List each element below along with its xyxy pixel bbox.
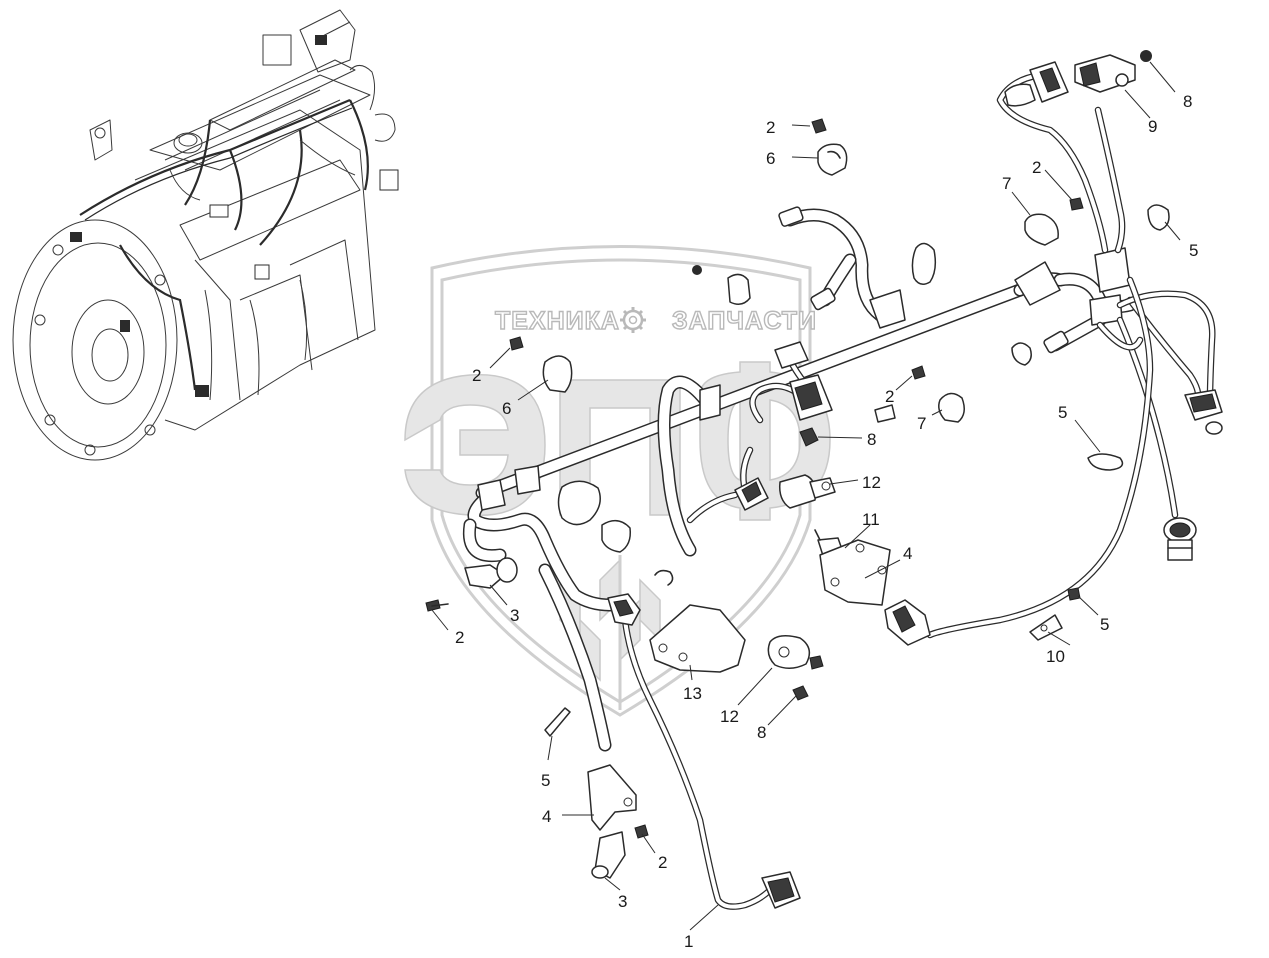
- callout-8: 8: [757, 723, 766, 742]
- callout-3: 3: [510, 606, 519, 625]
- callout-7: 7: [917, 414, 926, 433]
- callout-7: 7: [1002, 174, 1011, 193]
- callout-12: 12: [720, 707, 739, 726]
- gear-icon: [620, 307, 646, 333]
- callout-1: 1: [684, 932, 693, 951]
- callout-9: 9: [1148, 117, 1157, 136]
- callout-8: 8: [1183, 92, 1192, 111]
- watermark-logo: ТЕХНИКА ЗАПЧАСТИ: [404, 245, 831, 717]
- callout-6: 6: [766, 149, 775, 168]
- callout-12: 12: [862, 473, 881, 492]
- callout-5: 5: [1058, 403, 1067, 422]
- callout-2: 2: [455, 628, 464, 647]
- callout-5: 5: [541, 771, 550, 790]
- connectors: [425, 50, 1223, 909]
- callout-2: 2: [766, 118, 775, 137]
- callout-4: 4: [903, 544, 912, 563]
- callout-2: 2: [1032, 158, 1041, 177]
- callout-3: 3: [618, 892, 627, 911]
- callout-2: 2: [885, 387, 894, 406]
- callout-2: 2: [658, 853, 667, 872]
- main-harness: [462, 206, 1137, 752]
- callout-labels: 1 2 2 2 2 2 2 3 3 4 4 5 5 5 5 6 6 7 7 8 …: [455, 92, 1198, 951]
- watermark-brand-right: ЗАПЧАСТИ: [672, 307, 817, 335]
- callout-8: 8: [867, 430, 876, 449]
- callout-2: 2: [472, 366, 481, 385]
- engine-assembly: [12, 9, 399, 461]
- callout-5: 5: [1100, 615, 1109, 634]
- callout-13: 13: [683, 684, 702, 703]
- callout-6: 6: [502, 399, 511, 418]
- watermark-brand-left: ТЕХНИКА: [495, 307, 620, 335]
- leader-lines: [431, 61, 1181, 931]
- callout-10: 10: [1046, 647, 1065, 666]
- callout-11: 11: [862, 510, 880, 529]
- callout-5: 5: [1189, 241, 1198, 260]
- callout-4: 4: [542, 807, 551, 826]
